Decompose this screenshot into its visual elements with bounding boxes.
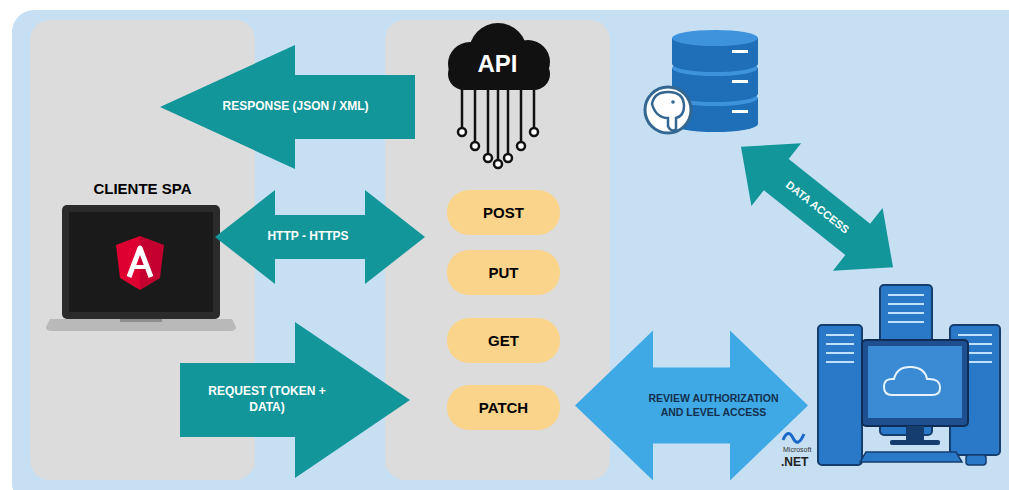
data-access-arrow [716, 115, 918, 298]
server-illustration [868, 346, 962, 418]
postgresql-elephant [645, 87, 691, 133]
block-arrow [575, 331, 808, 481]
dotnet-logo [783, 433, 804, 442]
block-arrow [215, 190, 425, 284]
server-illustration [818, 325, 862, 465]
api-cloud-icon [497, 85, 500, 160]
laptop-illustration [134, 265, 146, 269]
server-illustration [860, 452, 962, 462]
server-illustration [888, 303, 924, 305]
database-icon [732, 80, 748, 83]
canvas-ground [12, 10, 1009, 490]
api-panel [385, 20, 610, 480]
method-name: PATCH [479, 399, 528, 417]
api-cloud-icon [448, 23, 550, 168]
api-panel [385, 20, 610, 480]
postgresql-elephant [652, 92, 684, 131]
database-icon [732, 110, 748, 113]
dotnet-logo [783, 433, 804, 442]
api-cloud-icon [520, 85, 523, 142]
api-cloud-icon [533, 85, 536, 128]
database-icon [672, 56, 758, 72]
platform-name: .NET [781, 455, 808, 469]
api-cloud-icon [458, 85, 538, 168]
method-pill: GET [447, 318, 560, 363]
server-illustration [958, 334, 992, 336]
method-name: GET [488, 332, 519, 350]
server-illustration [826, 352, 854, 354]
server-illustration [826, 334, 854, 336]
server-node: Microsoft.NET [778, 280, 1004, 475]
api-cloud-icon [494, 160, 502, 168]
arrow-label: REVIEW AUTHORIZATION AND LEVEL ACCESS [646, 392, 781, 419]
server-illustration [888, 312, 924, 314]
server-illustration [818, 285, 1000, 465]
arrow-label: DATA ACCESS [782, 177, 851, 236]
postgresql-elephant [645, 87, 691, 133]
api-title: API [477, 50, 517, 79]
block-arrow [160, 45, 415, 169]
api-cloud-icon [458, 128, 466, 136]
method-pill: PATCH [447, 385, 560, 430]
api-cloud-icon [530, 128, 538, 136]
server-illustration [888, 294, 924, 296]
block-arrow [180, 322, 410, 478]
method-name: POST [483, 204, 524, 222]
api-cloud-icon [504, 154, 512, 162]
api-cloud-icon [484, 154, 492, 162]
api-cloud-icon [507, 85, 510, 154]
api-cloud-icon [471, 142, 479, 150]
server-illustration [862, 340, 968, 426]
server-illustration [826, 361, 854, 363]
laptop-illustration [62, 205, 220, 319]
client-panel: CLIENTE SPA [30, 20, 255, 480]
laptop-illustration [129, 248, 151, 277]
server-illustration [888, 321, 924, 323]
laptop-illustration [46, 319, 236, 331]
database-icon [732, 50, 748, 53]
api-cloud-icon [517, 142, 525, 150]
arrow-label: REQUEST (TOKEN + DATA) [192, 384, 342, 415]
canvas-ground [12, 10, 1009, 490]
api-cloud-icon [474, 85, 477, 142]
database-icon [672, 30, 758, 46]
method-pill: POST [447, 190, 560, 235]
arrow-label: HTTP - HTTPS [253, 229, 363, 245]
api-cloud-icon [487, 85, 490, 154]
laptop-illustration [46, 205, 236, 331]
api-cloud-icon [461, 85, 464, 128]
arrow-label: RESPONSE (JSON / XML) [196, 99, 396, 115]
server-illustration [966, 455, 986, 465]
method-name: PUT [489, 264, 519, 282]
server-illustration [826, 343, 854, 345]
server-illustration [906, 426, 924, 440]
server-illustration [890, 440, 940, 445]
laptop-illustration [120, 319, 162, 322]
vendor-name: Microsoft [783, 446, 811, 454]
server-illustration [884, 367, 940, 395]
postgresql-elephant [671, 100, 675, 104]
node-heading: CLIENTE SPA [93, 180, 191, 198]
data-access-arrow [716, 115, 918, 298]
laptop-illustration [69, 212, 213, 312]
api-panel: POST PUT GET PATCH API [385, 20, 610, 480]
method-pill: PUT [447, 250, 560, 295]
